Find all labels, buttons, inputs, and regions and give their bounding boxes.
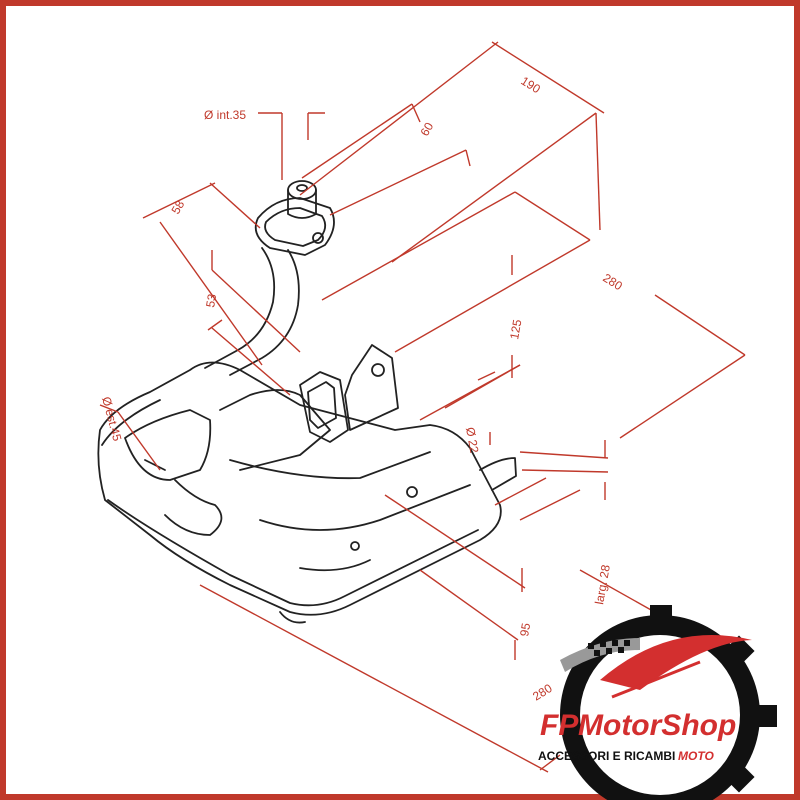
dimension-53: 53 bbox=[203, 293, 219, 309]
dimension-lines bbox=[99, 41, 746, 773]
swoosh-icon bbox=[600, 635, 752, 690]
dimension-95: 95 bbox=[517, 622, 533, 638]
speed-needle-icon bbox=[611, 660, 701, 699]
logo-tagline: ACCESSORI E RICAMBI bbox=[538, 749, 675, 763]
dimension-280-bottom: 280 bbox=[530, 681, 555, 704]
logo-brand-motorshop: MotorShop bbox=[578, 709, 736, 742]
dimension-int35: Ø int.35 bbox=[204, 108, 246, 122]
logo-brand-fp: FP bbox=[540, 709, 579, 742]
dimension-22: Ø 22 bbox=[463, 426, 481, 454]
checkered-flag-icon bbox=[560, 638, 640, 672]
dimension-125: 125 bbox=[507, 318, 524, 340]
gear-icon bbox=[560, 605, 777, 800]
dimension-60: 60 bbox=[417, 120, 436, 139]
dimension-190: 190 bbox=[518, 74, 543, 97]
dimension-est45: Ø est.45 bbox=[99, 395, 124, 443]
dimension-280-top: 280 bbox=[600, 271, 625, 294]
logo-tagline-moto: MOTO bbox=[678, 749, 714, 763]
dimension-larg28: larg. 28 bbox=[592, 563, 613, 605]
fp-motorshop-logo: FP MotorShop ACCESSORI E RICAMBI MOTO bbox=[538, 605, 777, 800]
dimension-58: 58 bbox=[168, 198, 187, 217]
